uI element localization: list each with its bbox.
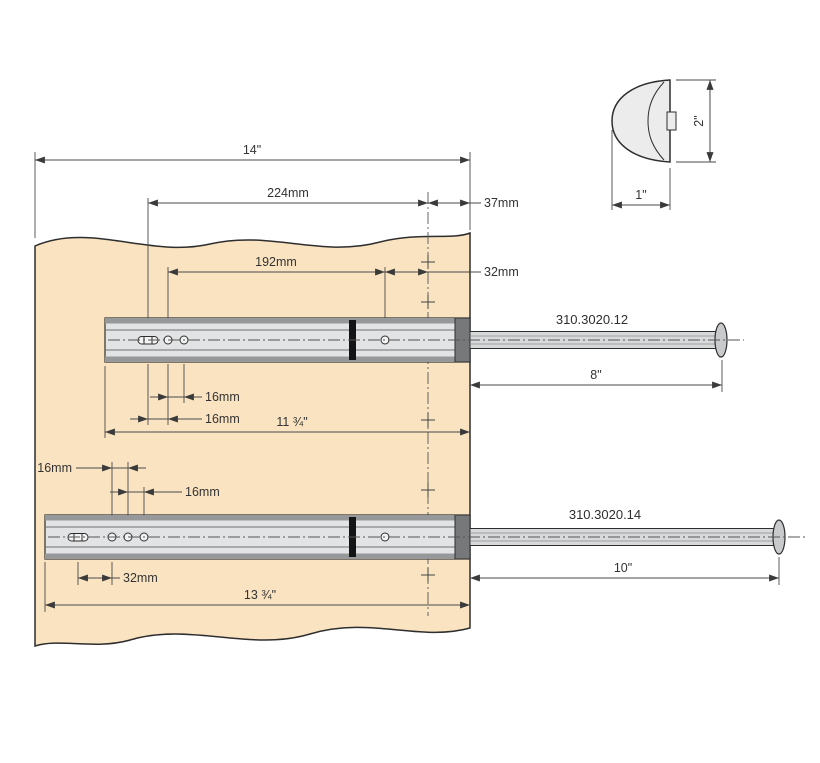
- knob-mount-tab: [666, 111, 677, 131]
- dim-label-16mm-bottom-b: 16mm: [185, 485, 220, 499]
- part-number-bottom-slide: 310.3020.14: [569, 507, 641, 522]
- dimension-knob-width: 1": [611, 130, 671, 210]
- dim-label-16mm-bottom-a: 16mm: [37, 461, 72, 475]
- part-number-top-slide: 310.3020.12: [556, 312, 628, 327]
- bottom-drawer-slide: [44, 514, 806, 560]
- dimension-bottom-slide-length: 13 ¾": [44, 562, 470, 612]
- top-drawer-slide: [104, 317, 744, 363]
- dim-label-32mm-top: 32mm: [484, 265, 519, 279]
- dim-label-knob-width: 1": [635, 188, 646, 202]
- dim-label-16mm-top-b: 16mm: [205, 412, 240, 426]
- dim-label-top-extension: 8": [590, 368, 601, 382]
- dimension-knob-height: 2": [676, 79, 716, 163]
- dimension-16mm-top-a: 16mm: [147, 364, 240, 425]
- dimension-bottom-extension: 10": [470, 557, 780, 585]
- dim-label-192mm: 192mm: [255, 255, 297, 269]
- dim-label-16mm-top-a: 16mm: [205, 390, 240, 404]
- dim-label-224mm: 224mm: [267, 186, 309, 200]
- dim-label-bottom-slide-length: 13 ¾": [244, 588, 276, 602]
- dim-label-37mm: 37mm: [484, 196, 519, 210]
- dim-label-bottom-extension: 10": [614, 561, 632, 575]
- wood-panel: [34, 231, 471, 648]
- dimension-overall-width: 14": [34, 143, 471, 238]
- dimension-32mm-top: 32mm: [385, 265, 519, 279]
- dimension-224mm: 224mm: [147, 186, 428, 334]
- dimension-16mm-bottom-b: 16mm: [110, 485, 220, 499]
- knob-side-view: [611, 79, 677, 163]
- dimension-top-extension: 8": [470, 360, 723, 392]
- top-slide-hole: [380, 335, 390, 345]
- dimension-37mm: 37mm: [428, 196, 519, 210]
- dim-label-knob-height: 2": [692, 115, 706, 126]
- dim-label-top-slide-length: 11 ¾": [276, 415, 307, 429]
- dim-label-overall-width: 14": [243, 143, 261, 157]
- dimension-top-slide-length: 11 ¾": [104, 366, 470, 438]
- dim-label-32mm-bottom: 32mm: [123, 571, 158, 585]
- dimension-16mm-top-b: 16mm: [130, 412, 240, 426]
- dimension-32mm-bottom: 32mm: [77, 562, 158, 585]
